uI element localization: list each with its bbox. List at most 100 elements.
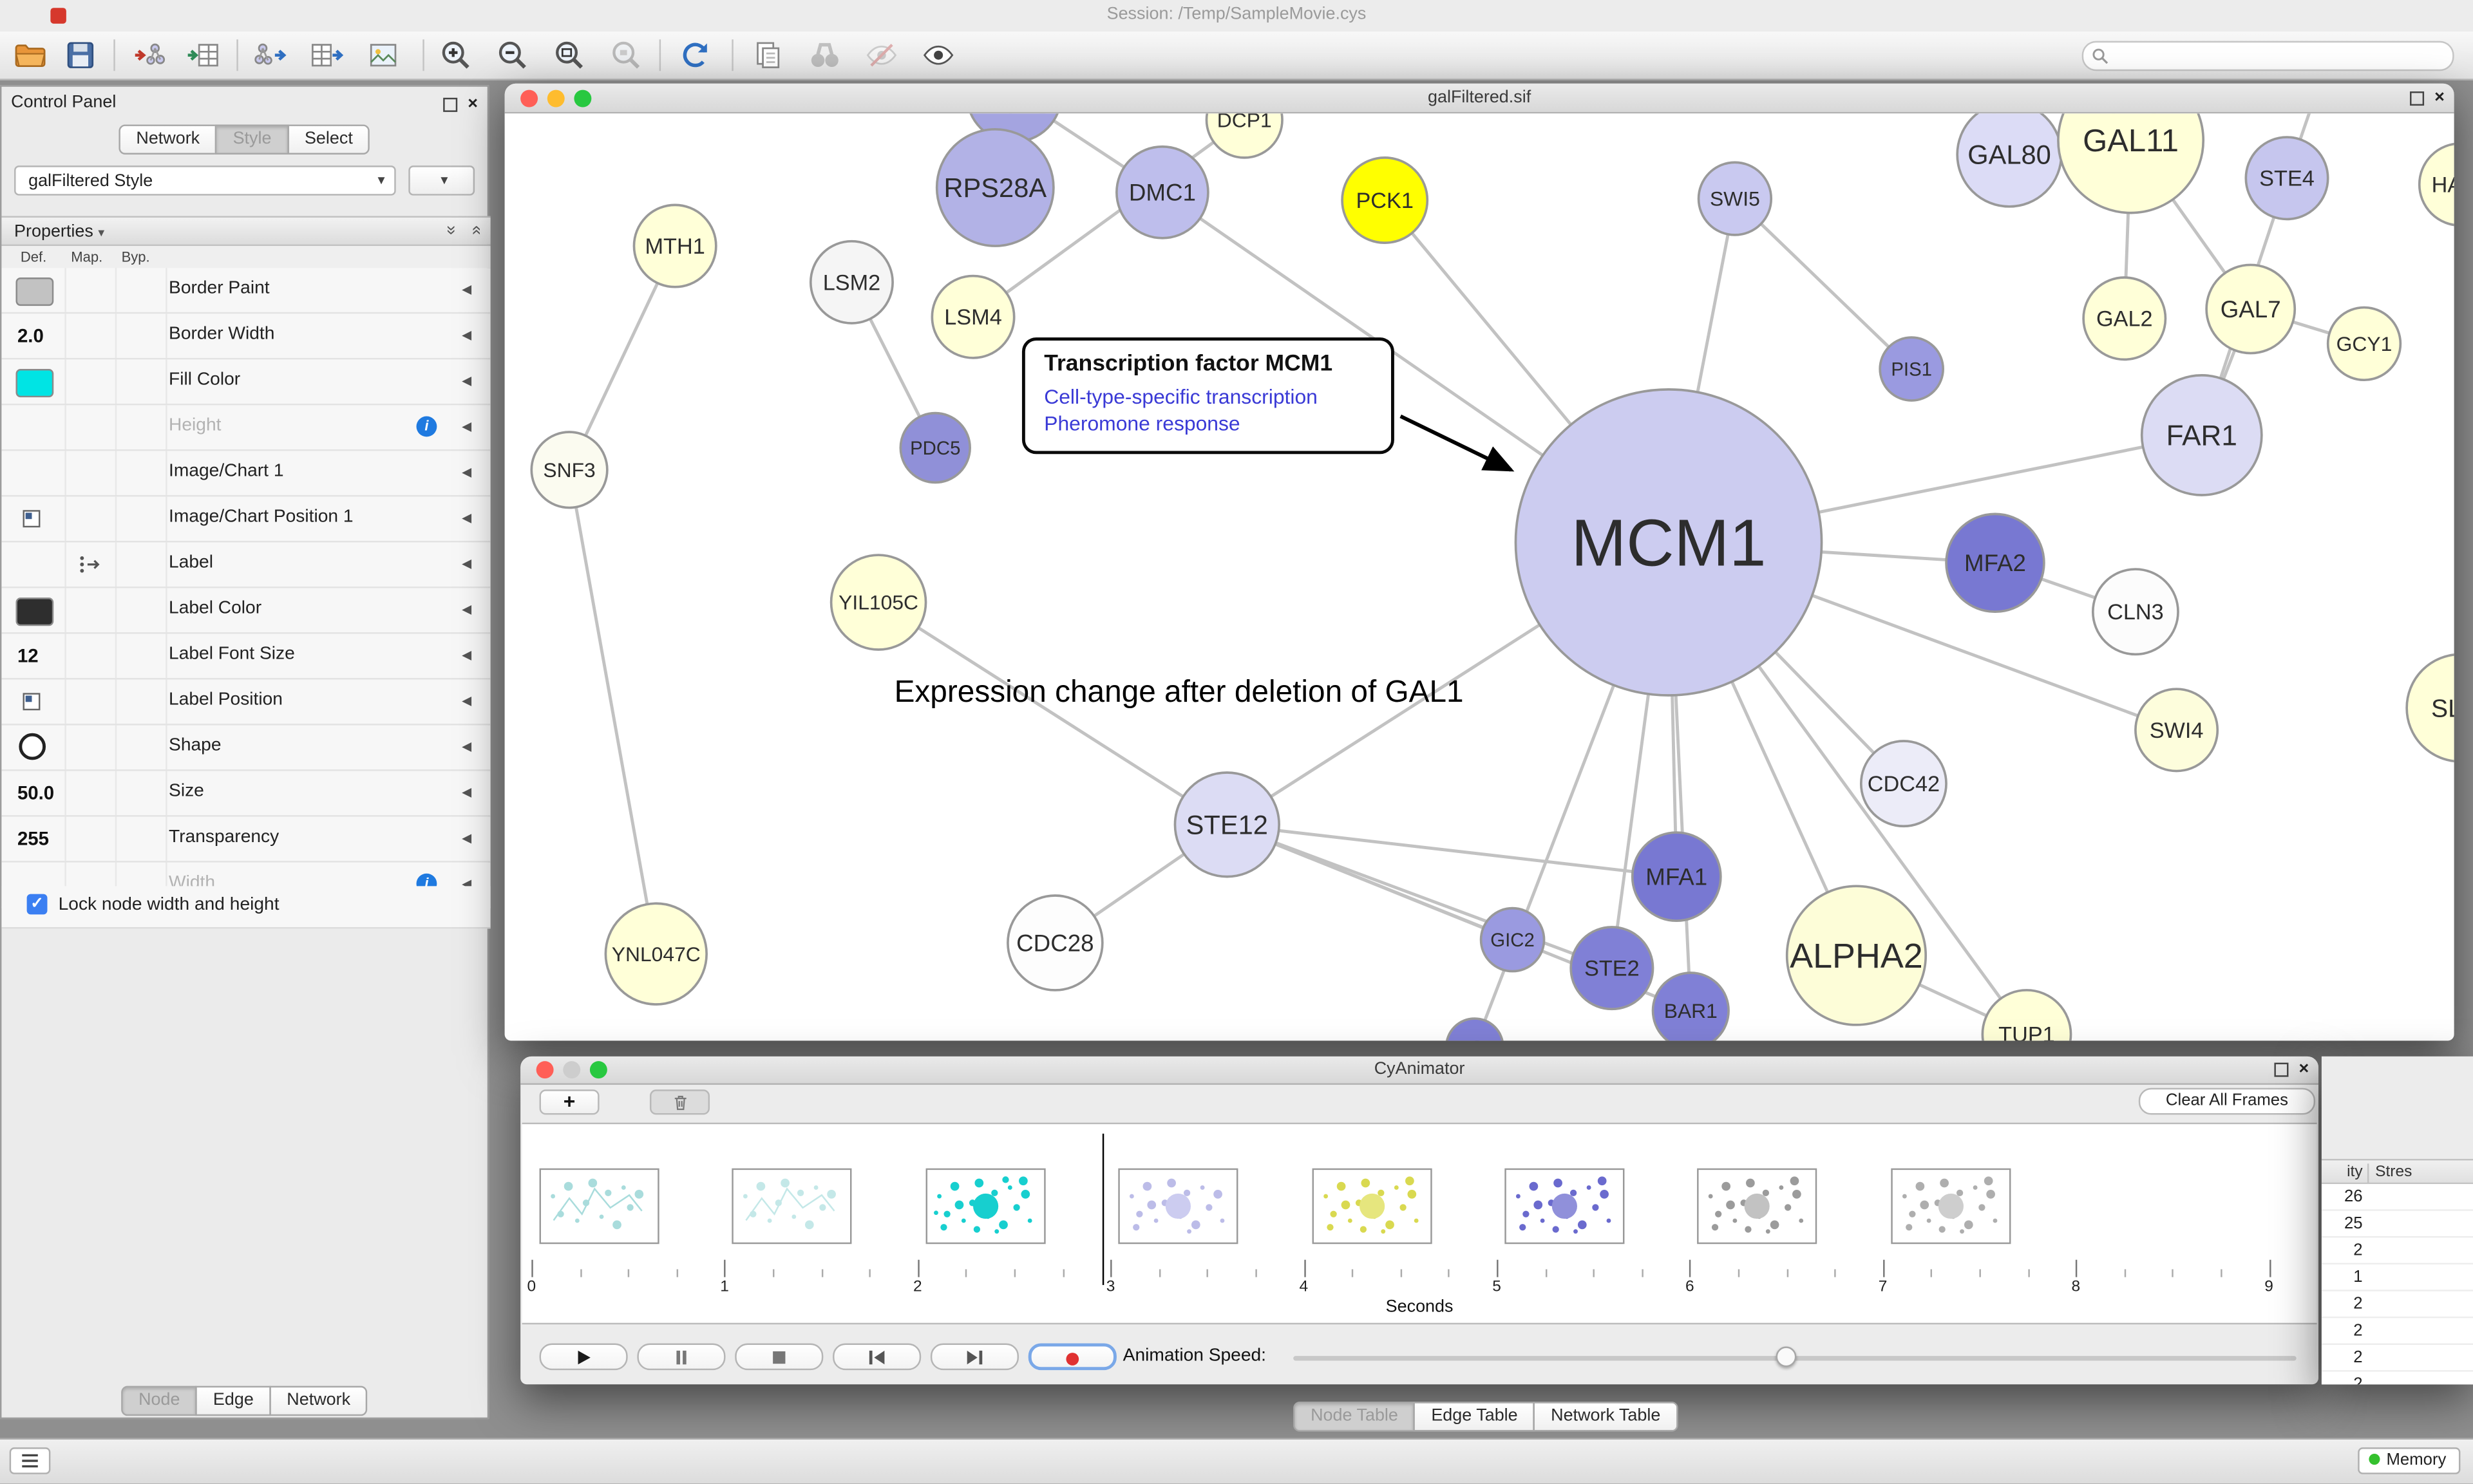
expand-arrow-icon[interactable]: ◀: [462, 282, 472, 297]
default-value-cell[interactable]: 50.0: [1, 771, 66, 816]
network-window-titlebar[interactable]: galFiltered.sif ×: [504, 83, 2454, 114]
stop-button[interactable]: [735, 1343, 824, 1371]
float-window-icon[interactable]: [2273, 1062, 2288, 1076]
bypass-cell[interactable]: [115, 771, 167, 816]
network-node-MCM1[interactable]: [1514, 388, 1823, 697]
network-node-DMC1[interactable]: [1115, 145, 1209, 240]
panel-tab-network[interactable]: Network: [269, 1385, 368, 1416]
previous-frame-button[interactable]: [833, 1343, 922, 1371]
zoom-window-icon[interactable]: [589, 1061, 607, 1079]
network-node-MTH1[interactable]: [632, 203, 717, 288]
frame-thumbnail-6[interactable]: [1698, 1168, 1818, 1244]
frame-thumbnail-2[interactable]: [925, 1168, 1046, 1244]
annotation-link-2[interactable]: Pheromone response: [1044, 411, 1240, 435]
zoom-fit-icon[interactable]: [552, 38, 587, 73]
expand-arrow-icon[interactable]: ◀: [462, 831, 472, 845]
frame-thumbnail-0[interactable]: [539, 1168, 659, 1244]
network-node-LSM2[interactable]: [809, 240, 894, 324]
network-node-GAL7[interactable]: [2205, 263, 2297, 355]
app-titlebar[interactable]: Session: /Temp/SampleMovie.cys: [0, 0, 2473, 33]
network-node-CLN3[interactable]: [2091, 568, 2179, 656]
network-node-PCK1[interactable]: [1341, 156, 1429, 244]
expand-arrow-icon[interactable]: ◀: [462, 739, 472, 754]
property-row-border-paint[interactable]: Border Paint◀: [1, 268, 491, 314]
network-node-FAR1[interactable]: [2140, 374, 2263, 496]
network-node-GIC2[interactable]: [1479, 906, 1546, 973]
info-icon[interactable]: i: [416, 416, 437, 437]
bypass-cell[interactable]: [115, 542, 167, 587]
default-value-cell[interactable]: [1, 496, 66, 541]
mapping-cell[interactable]: [64, 816, 117, 861]
zoom-in-icon[interactable]: [439, 38, 473, 73]
mapping-cell[interactable]: [64, 634, 117, 679]
table-row[interactable]: 2: [2321, 1371, 2473, 1385]
playhead[interactable]: [1103, 1133, 1105, 1285]
bypass-cell[interactable]: [115, 725, 167, 770]
bypass-cell[interactable]: [115, 314, 167, 358]
property-row-label-color[interactable]: Label Color◀: [1, 588, 491, 634]
property-row-image-chart-1[interactable]: Image/Chart 1◀: [1, 451, 491, 497]
network-edge[interactable]: [1226, 823, 1613, 970]
default-value-cell[interactable]: [1, 268, 66, 312]
mapping-cell[interactable]: [64, 542, 117, 587]
network-node-STE12[interactable]: [1173, 771, 1280, 878]
mapping-cell[interactable]: [64, 588, 117, 633]
annotation-link-1[interactable]: Cell-type-specific transcription: [1044, 384, 1318, 409]
snapshot-icon[interactable]: [751, 38, 786, 73]
panel-tab-edge[interactable]: Edge: [195, 1385, 271, 1416]
network-node-NODEB[interactable]: [1445, 1017, 1504, 1041]
expand-arrow-icon[interactable]: ◀: [462, 419, 472, 434]
import-table-icon[interactable]: [186, 38, 221, 73]
table-row[interactable]: 26: [2321, 1184, 2473, 1211]
clear-all-frames-button[interactable]: Clear All Frames: [2138, 1087, 2316, 1115]
minimize-window-icon[interactable]: [547, 89, 565, 108]
collapse-all-icon[interactable]: »: [466, 225, 486, 236]
memory-button[interactable]: Memory: [2358, 1447, 2461, 1474]
close-view-icon[interactable]: ×: [2298, 1059, 2309, 1079]
properties-section-header[interactable]: Properties ▾ » »: [1, 216, 491, 247]
network-node-BAR1[interactable]: [1651, 972, 1730, 1041]
close-window-icon[interactable]: [536, 1061, 554, 1079]
bypass-cell[interactable]: [115, 496, 167, 541]
default-value-cell[interactable]: [1, 542, 66, 587]
network-node-GAL11[interactable]: [2057, 113, 2205, 214]
default-value-cell[interactable]: 12: [1, 634, 66, 679]
mapping-cell[interactable]: [64, 268, 117, 312]
mapping-cell[interactable]: [64, 862, 117, 907]
close-panel-icon[interactable]: ×: [468, 94, 478, 114]
add-frame-button[interactable]: +: [539, 1089, 600, 1115]
export-network-icon[interactable]: [252, 38, 287, 73]
mapping-cell[interactable]: [64, 679, 117, 724]
expand-arrow-icon[interactable]: ◀: [462, 328, 472, 343]
mapping-cell[interactable]: [64, 359, 117, 404]
zoom-out-icon[interactable]: [495, 38, 530, 73]
default-value-cell[interactable]: [1, 679, 66, 724]
table-tab-network-table[interactable]: Network Table: [1533, 1402, 1678, 1432]
network-edge[interactable]: [1227, 823, 1677, 879]
table-row[interactable]: 2: [2321, 1344, 2473, 1372]
panel-tab-node[interactable]: Node: [121, 1385, 198, 1416]
network-node-ALPHA2[interactable]: [1785, 885, 1928, 1026]
control-panel-header[interactable]: Control Panel ×: [1, 87, 487, 118]
network-node-GCY1[interactable]: [2326, 306, 2402, 382]
bypass-cell[interactable]: [115, 588, 167, 633]
import-network-icon[interactable]: [133, 38, 167, 73]
bypass-cell[interactable]: [115, 862, 167, 907]
frame-thumbnail-5[interactable]: [1504, 1168, 1625, 1244]
export-image-icon[interactable]: [366, 38, 401, 73]
bypass-cell[interactable]: [115, 359, 167, 404]
frame-thumbnail-4[interactable]: [1311, 1168, 1432, 1244]
mapping-cell[interactable]: [64, 725, 117, 770]
mapping-cell[interactable]: [64, 314, 117, 358]
expand-all-icon[interactable]: »: [441, 225, 460, 236]
search-input[interactable]: [2115, 44, 2445, 68]
network-node-MFA1[interactable]: [1631, 831, 1722, 923]
property-row-label-position[interactable]: Label Position◀: [1, 679, 491, 726]
network-node-STE4[interactable]: [2244, 136, 2329, 221]
network-canvas[interactable]: RPS28ADMC1DCP1PCK1SWI5GAL80GAL11STE4HAP2…: [504, 113, 2454, 1041]
table-row[interactable]: 2: [2321, 1318, 2473, 1345]
style-options-button[interactable]: ▾: [408, 165, 475, 196]
